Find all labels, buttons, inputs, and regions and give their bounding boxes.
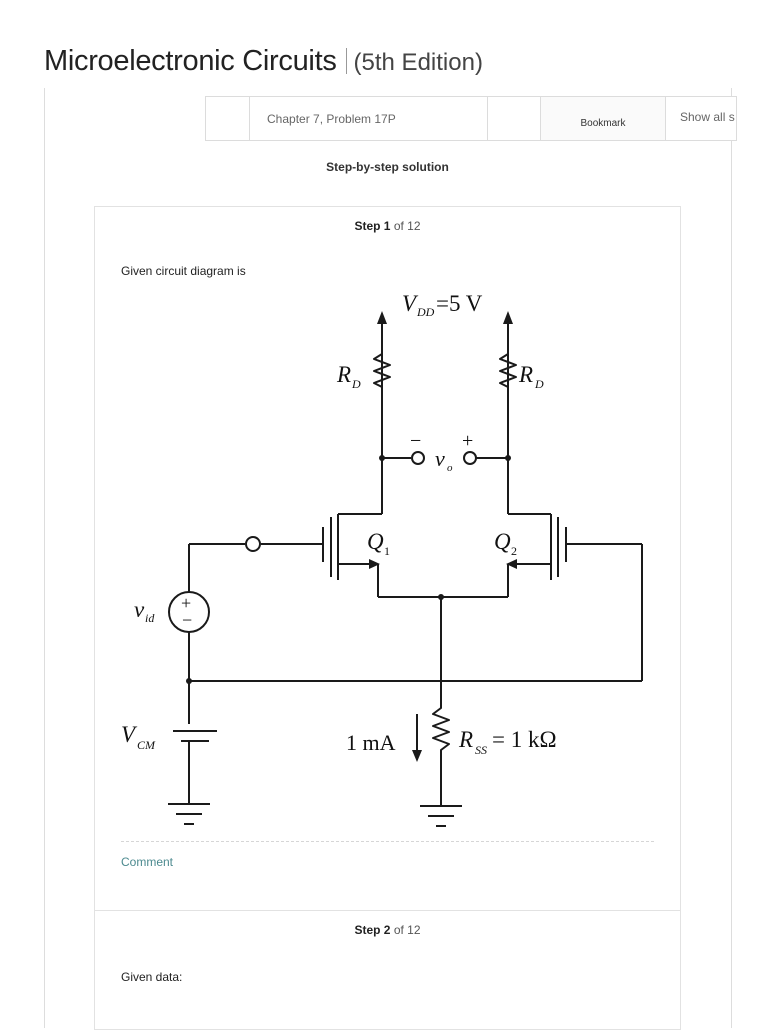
- vid-symbol: v: [134, 597, 145, 622]
- book-header: Microelectronic Circuits (5th Edition): [44, 44, 483, 84]
- current-label: 1 mA: [346, 730, 396, 755]
- step-header: Step 2 of 12: [95, 923, 680, 937]
- content-frame: [44, 88, 732, 1028]
- q1-subscript: 1: [384, 544, 390, 558]
- step-count: of 12: [393, 219, 421, 233]
- problem-nav-bar: Chapter 7, Problem 17P Bookmark Show all…: [205, 96, 737, 141]
- previous-problem-button[interactable]: [206, 97, 250, 140]
- rd-left-subscript: D: [351, 377, 361, 391]
- next-problem-button[interactable]: [488, 97, 541, 140]
- bookmark-button[interactable]: Bookmark: [541, 97, 666, 140]
- chapter-problem-label[interactable]: Chapter 7, Problem 17P: [250, 97, 488, 140]
- vo-plus: +: [462, 430, 473, 452]
- vo-minus: −: [410, 430, 421, 452]
- rd-left-symbol: R: [336, 362, 351, 387]
- rss-value: = 1 kΩ: [492, 727, 557, 752]
- step-divider: [121, 841, 654, 842]
- vdd-subscript: DD: [416, 305, 435, 319]
- step-card-2: Step 2 of 12 Given data:: [94, 910, 681, 1030]
- book-edition: (5th Edition): [353, 49, 483, 76]
- step-label: Step 2: [354, 923, 391, 937]
- show-all-steps-button[interactable]: Show all s: [680, 110, 735, 124]
- step-count: of 12: [393, 923, 421, 937]
- q2-subscript: 2: [511, 544, 517, 558]
- vo-symbol: v: [435, 446, 445, 471]
- vo-subscript: o: [447, 462, 453, 474]
- q1-symbol: Q: [367, 529, 384, 554]
- rss-subscript: SS: [475, 743, 487, 757]
- step-card-1: Step 1 of 12 Given circuit diagram is: [94, 206, 681, 911]
- step-label: Step 1: [354, 219, 391, 233]
- rd-right-symbol: R: [518, 362, 533, 387]
- vid-plus: +: [181, 593, 191, 613]
- circuit-diagram: V DD =5 V R D R D − + v o Q 1 Q 2 v id +…: [121, 291, 643, 827]
- q2-symbol: Q: [494, 529, 511, 554]
- vcm-symbol: V: [121, 722, 138, 747]
- comment-link[interactable]: Comment: [121, 855, 174, 869]
- solution-heading: Step-by-step solution: [326, 160, 449, 174]
- title-separator: [345, 48, 347, 74]
- step-text: Given circuit diagram is: [121, 264, 246, 278]
- step-text: Given data:: [121, 970, 183, 984]
- vdd-symbol: V: [402, 291, 419, 316]
- step-header: Step 1 of 12: [95, 219, 680, 233]
- vid-minus: −: [182, 610, 192, 630]
- vdd-value: =5 V: [436, 291, 483, 316]
- book-title: Microelectronic Circuits: [44, 45, 337, 77]
- rss-symbol: R: [458, 727, 473, 752]
- vid-subscript: id: [145, 611, 155, 625]
- rd-right-subscript: D: [534, 377, 544, 391]
- vcm-subscript: CM: [137, 738, 156, 752]
